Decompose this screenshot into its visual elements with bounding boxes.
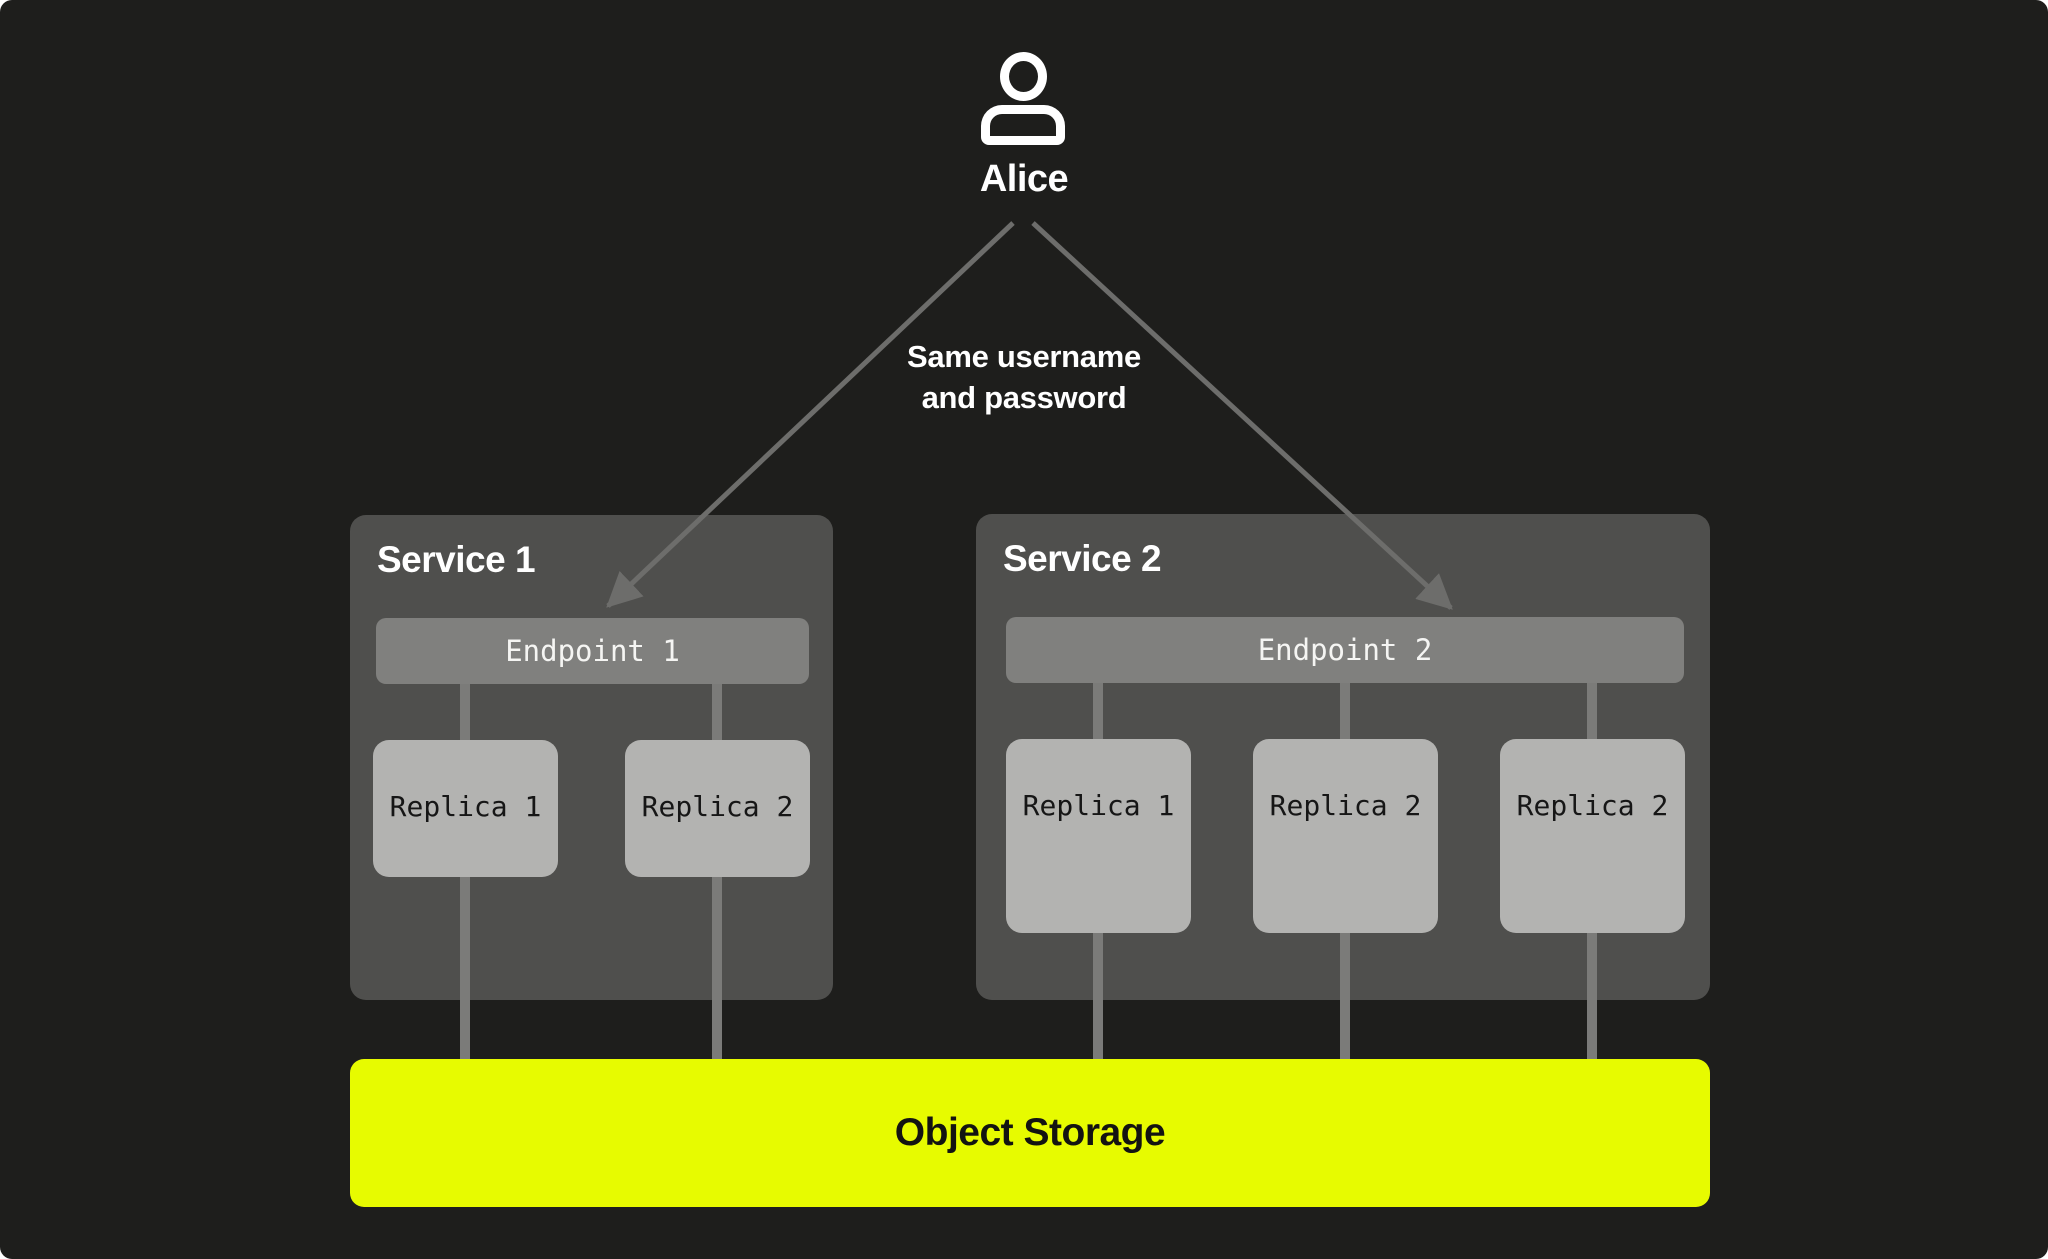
service-1-replica-1: Replica 1: [373, 740, 558, 877]
person-icon-body: [981, 105, 1065, 145]
service-1-endpoint: Endpoint 1: [376, 618, 809, 684]
user-name-label: Alice: [979, 158, 1069, 200]
credentials-note-line2: and password: [921, 380, 1127, 415]
object-storage-bar: Object Storage: [350, 1059, 1710, 1207]
credentials-note: Same username and password: [774, 336, 1274, 418]
service-2-replica-1: Replica 1: [1006, 739, 1191, 933]
service-1-replica-2: Replica 2: [625, 740, 810, 877]
service-2-replica-3: Replica 2: [1500, 739, 1685, 933]
service-2-title: Service 2: [1003, 538, 1162, 579]
service-2-endpoint: Endpoint 2: [1006, 617, 1684, 683]
person-icon: [1000, 52, 1047, 101]
service-1-title: Service 1: [377, 539, 536, 580]
credentials-note-line1: Same username: [907, 339, 1141, 374]
service-2-replica-2: Replica 2: [1253, 739, 1438, 933]
object-storage-label: Object Storage: [894, 1111, 1166, 1154]
